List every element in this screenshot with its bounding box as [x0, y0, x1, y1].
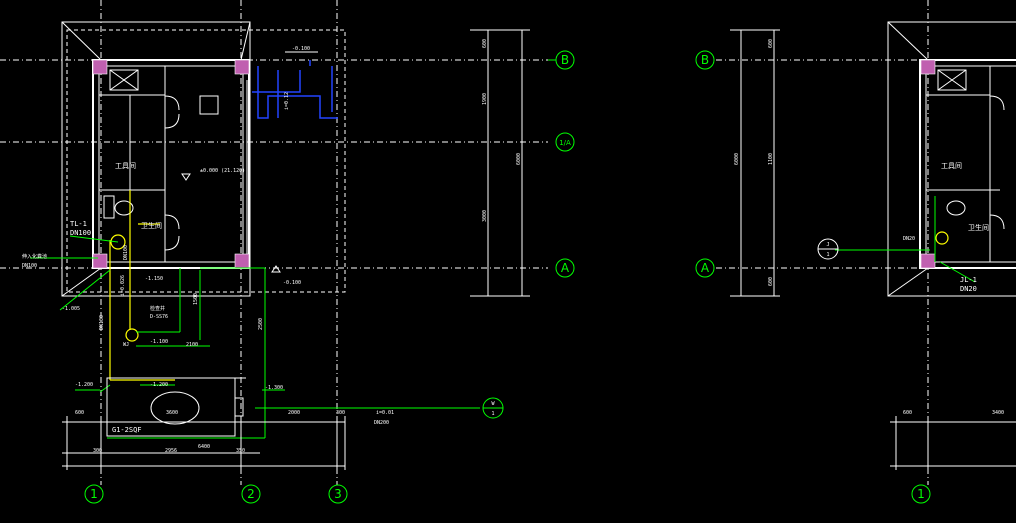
right-3400: 3400 — [992, 410, 1004, 416]
dim-350: 350 — [236, 448, 245, 454]
axis-bubble-2-left: 2 — [241, 484, 261, 504]
lev-1100: -1.100 — [150, 339, 168, 345]
dim-2500: 2500 — [258, 318, 264, 330]
svg-text:1/A: 1/A — [559, 139, 571, 147]
dim-h-6000: 6000 — [516, 153, 522, 165]
septic-dia: 3600 — [166, 410, 178, 416]
svg-text:1: 1 — [917, 487, 925, 501]
dim-h-3000: 3000 — [482, 210, 488, 222]
svg-text:A: A — [561, 261, 570, 275]
pipe-dn20b: DN20 — [903, 236, 915, 242]
dim-2000: 2000 — [288, 410, 300, 416]
vent-note: 伸入化粪池 — [22, 253, 47, 260]
pipe-jl1: JL-1 — [960, 276, 977, 284]
dim-600a: 600 — [75, 410, 84, 416]
roof-outline-right — [730, 21, 1016, 297]
marker-j1: J 1 — [817, 238, 839, 260]
vent-dn: DN100 — [22, 263, 37, 269]
walls-left — [92, 59, 281, 273]
rdim-6000: 6000 — [734, 153, 740, 165]
svg-text:B: B — [561, 53, 569, 67]
dn100-vert2: DN100 — [123, 245, 129, 260]
i-012: i=0.12 — [284, 92, 290, 110]
rdim-1100: 1100 — [768, 153, 774, 165]
axis-bubble-A-right: A — [695, 258, 715, 278]
svg-text:2: 2 — [247, 487, 255, 501]
right-600: 600 — [903, 410, 912, 416]
room-toilet-right: 卫生间 — [968, 223, 989, 232]
valve2: 检查井 — [150, 305, 165, 312]
axis-bubble-B-left: B — [548, 50, 575, 70]
svg-text:1: 1 — [491, 411, 494, 417]
lev-1200a: -1.200 — [75, 382, 93, 388]
supply-pipes-left — [252, 51, 338, 119]
septic-tank — [106, 377, 246, 437]
text-labels: 工具间 卫生间 工具间 卫生间 -0.100 ±0.000 (21.120) -… — [22, 39, 1004, 454]
dims-right-left — [470, 29, 530, 297]
dn100-vert: DN100 — [99, 315, 105, 330]
svg-text:J: J — [826, 242, 829, 248]
marker-w1: W 1 — [482, 397, 504, 419]
axis-bubble-1-right: 1 — [911, 484, 931, 504]
svg-text:1: 1 — [90, 487, 98, 501]
axis-bubble-B-right: B — [695, 50, 715, 70]
dim-6400: 6400 — [198, 444, 210, 450]
dim-300b: 300 — [336, 410, 345, 416]
axis-lines-right — [716, 0, 1016, 485]
dim-2956: 2956 — [165, 448, 177, 454]
room-tool-left: 工具间 — [115, 162, 136, 170]
green-lines-left — [30, 235, 480, 439]
dim-2100: 2100 — [186, 342, 198, 348]
rdim-600b: 600 — [768, 277, 774, 286]
axis-bubble-halfA-left: 1/A — [555, 132, 575, 152]
walls-right — [919, 59, 1016, 269]
columns-right — [920, 59, 936, 269]
lev-floor: ±0.000 (21.120) — [200, 168, 245, 174]
lev-top: -0.100 — [292, 46, 310, 52]
svg-text:A: A — [701, 261, 710, 275]
lev-bottom: -0.100 — [283, 280, 301, 286]
septic-label: G1-2SQF — [112, 426, 142, 434]
svg-text:1: 1 — [826, 252, 829, 258]
axis-lines-left — [0, 0, 548, 485]
dims-bottom-left — [62, 416, 346, 470]
svg-text:B: B — [701, 53, 709, 67]
slope2: i=0.01 — [376, 410, 394, 416]
lev-1300: -1.300 — [265, 385, 283, 391]
lev-1200b: -1.200 — [150, 382, 168, 388]
slope1: i=0.026 — [120, 275, 126, 296]
axis-bubble-1-left: 1 — [84, 484, 104, 504]
lev-1005: -1.005 — [62, 306, 80, 312]
dim-300: 300 — [93, 448, 102, 454]
dims-bottom-right — [890, 416, 1016, 470]
room-toilet-left: 卫生间 — [141, 221, 162, 230]
svg-text:3: 3 — [334, 487, 342, 501]
pipes-right — [835, 196, 976, 283]
axis-bubble-3-left: 3 — [328, 484, 348, 504]
room-tool-right: 工具间 — [941, 162, 962, 170]
wj-label: WJ — [123, 342, 129, 348]
pipe-tl1: TL-1 — [70, 220, 87, 228]
drain-pipes-left — [109, 190, 175, 381]
axis-bubble-A-left: A — [555, 258, 575, 278]
valve: D-SS76 — [150, 314, 168, 320]
dim-h-1900: 1900 — [482, 93, 488, 105]
pipe-dn20: DN20 — [960, 285, 977, 293]
dn200: DN200 — [374, 420, 389, 426]
rdim-600: 600 — [768, 39, 774, 48]
pipe-dn100: DN100 — [70, 229, 91, 237]
dim-1500: 1500 — [193, 293, 199, 305]
svg-text:W: W — [491, 401, 495, 407]
lev-1150: -1.150 — [145, 276, 163, 282]
dim-h-600: 600 — [482, 39, 488, 48]
